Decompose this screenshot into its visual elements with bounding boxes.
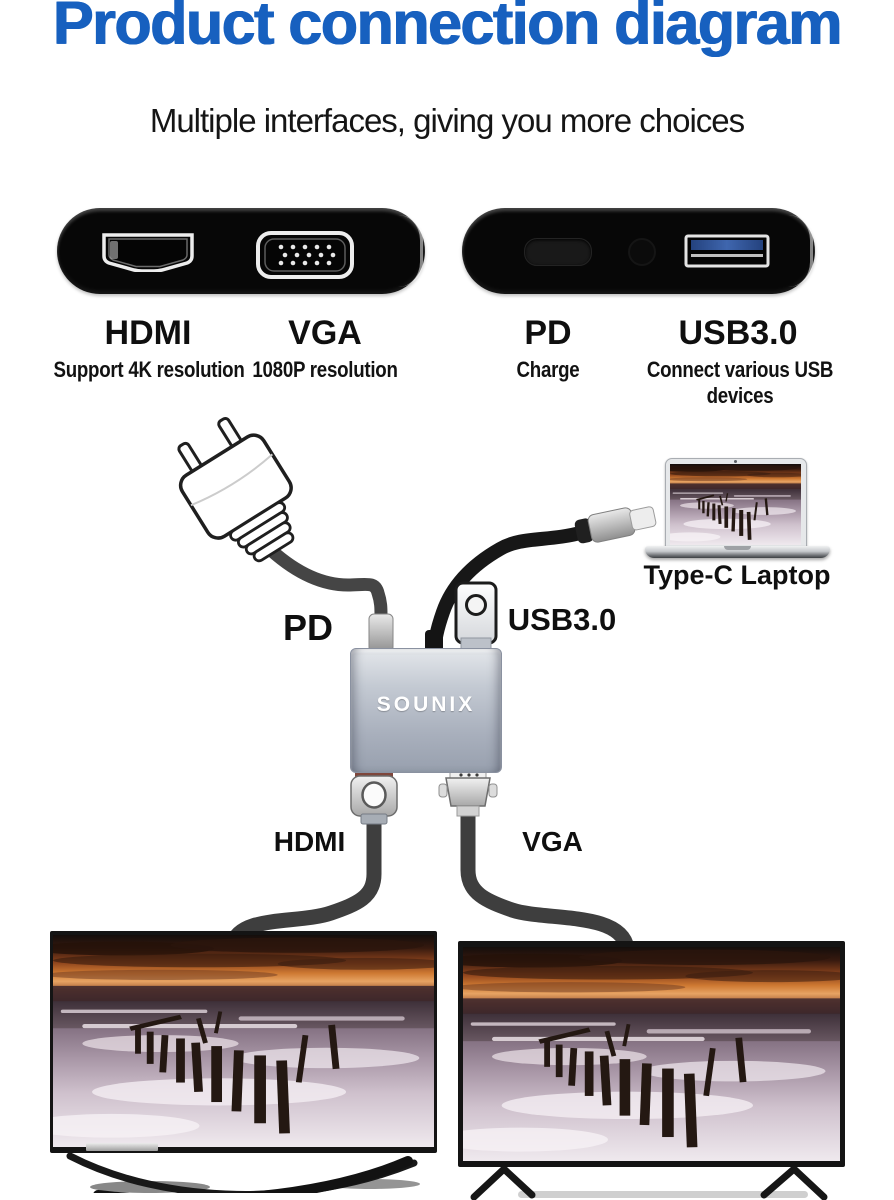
- type-c-laptop-image: [645, 456, 830, 560]
- usb-a-connector-icon: [454, 581, 498, 653]
- pd-diagram-label: PD: [282, 607, 333, 648]
- pill-highlight: [398, 215, 423, 287]
- hdmi-port-label: HDMI: [104, 314, 192, 352]
- pill-highlight: [788, 215, 813, 287]
- vga-port-label: VGA: [288, 314, 362, 352]
- page-title: Product connection diagram: [53, 0, 843, 57]
- beach-scene-tv-left: [53, 935, 434, 1147]
- page-subtitle: Multiple interfaces, giving you more cho…: [149, 102, 745, 139]
- hdmi-connector-icon: [350, 768, 398, 825]
- usb3-diagram-label: USB3.0: [507, 602, 617, 637]
- tv-screen: [458, 941, 845, 1167]
- curved-tv-stand: [66, 1152, 420, 1193]
- laptop-base: [645, 546, 830, 558]
- round-detail-icon: [628, 238, 656, 266]
- usb-a-port-icon: [684, 234, 770, 268]
- tv-screen: [50, 931, 437, 1153]
- tv-legs: [470, 1167, 828, 1200]
- tv-speaker-strip: [86, 1143, 158, 1151]
- power-plug-icon: [177, 416, 295, 563]
- laptop-screen: [665, 458, 807, 550]
- hub-device: SOUNIX: [350, 648, 502, 773]
- pd-cable: [265, 544, 388, 623]
- pd-connector-icon: [368, 613, 394, 653]
- usb3-port-desc: Connect various USB devices: [646, 357, 834, 408]
- vga-port-desc: 1080P resolution: [252, 357, 398, 382]
- hdmi-cable: [225, 812, 382, 952]
- usb3-port-label: USB3.0: [678, 314, 798, 352]
- hdmi-vga-device-photo: [57, 208, 425, 294]
- vga-cable: [460, 808, 635, 956]
- beach-scene-laptop: [670, 464, 801, 545]
- vga-display: [458, 941, 845, 1200]
- vga-diagram-label: VGA: [522, 826, 583, 857]
- laptop-notch: [724, 546, 751, 550]
- hdmi-port-desc: Support 4K resolution: [53, 357, 245, 382]
- laptop-diagram-label: Type-C Laptop: [643, 560, 831, 590]
- hdmi-port-icon: [102, 233, 194, 272]
- pd-port-desc: Charge: [516, 357, 580, 382]
- vga-port-icon: [256, 231, 354, 279]
- pd-port-label: PD: [524, 314, 572, 352]
- hdmi-diagram-label: HDMI: [273, 826, 346, 857]
- webcam-icon: [734, 460, 737, 463]
- hub-brand: SOUNIX: [376, 693, 476, 716]
- vga-connector-icon: [438, 767, 498, 817]
- hdmi-display: [50, 931, 437, 1193]
- pd-usb-device-photo: [462, 208, 815, 294]
- usb-c-port-icon: [524, 238, 592, 266]
- usb-c-cable: [427, 525, 591, 662]
- beach-scene-tv-right: [463, 947, 840, 1161]
